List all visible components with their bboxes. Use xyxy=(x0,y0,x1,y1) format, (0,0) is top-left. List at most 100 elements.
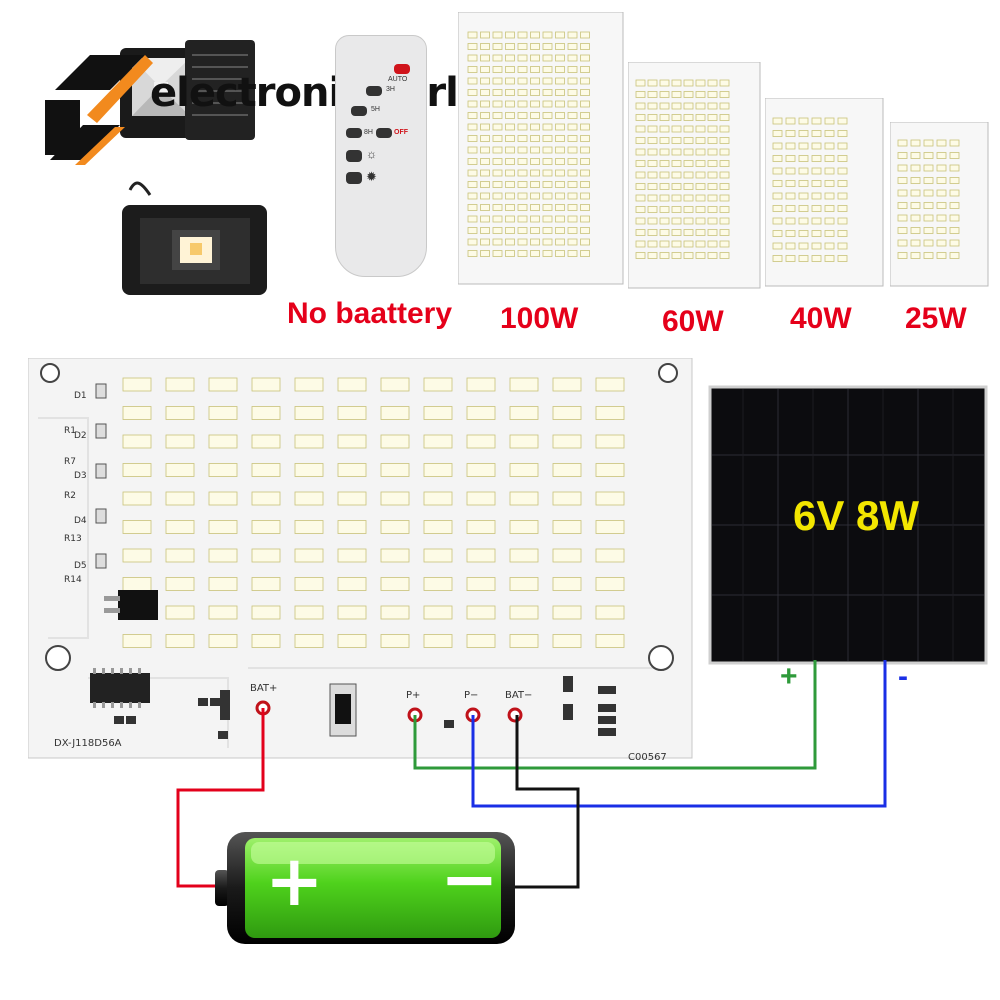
led-chip xyxy=(492,123,503,131)
led-chip xyxy=(492,204,503,211)
logo-icon xyxy=(45,55,153,165)
led-chip xyxy=(647,114,658,121)
led-chip xyxy=(466,491,496,506)
led-chip xyxy=(635,194,646,202)
led-chip xyxy=(595,434,625,449)
led-chip xyxy=(542,43,553,50)
led-chip xyxy=(772,255,783,262)
led-chip xyxy=(719,148,730,156)
led-chip xyxy=(467,43,478,50)
led-chip xyxy=(671,137,682,144)
led-chip xyxy=(380,548,410,563)
led-chip xyxy=(798,217,809,225)
led-chip xyxy=(567,158,578,165)
led-chip xyxy=(683,91,694,98)
led-chip xyxy=(517,181,528,188)
led-chip xyxy=(719,252,730,259)
led-chip xyxy=(505,250,515,257)
diode-label: D5 xyxy=(74,561,87,571)
led-chip xyxy=(467,54,478,62)
led-chip xyxy=(772,167,783,175)
led-chip xyxy=(695,171,706,179)
led-chip xyxy=(122,634,152,648)
bright-button xyxy=(346,172,362,184)
led-chip xyxy=(530,100,540,108)
led-chip xyxy=(555,123,565,131)
led-chip xyxy=(824,155,835,162)
led-chip xyxy=(949,177,960,184)
led-chip xyxy=(772,142,783,150)
led-chip xyxy=(785,180,796,187)
led-chip xyxy=(707,114,718,121)
led-chip xyxy=(208,520,238,534)
led-chip xyxy=(542,31,553,39)
led-chip xyxy=(542,181,553,188)
auto-label: AUTO xyxy=(388,76,408,83)
led-chip xyxy=(505,123,515,131)
led-chip xyxy=(480,238,490,246)
led-chip xyxy=(208,634,238,648)
led-chip xyxy=(897,139,908,147)
led-chip xyxy=(785,167,796,175)
led-chip xyxy=(517,77,528,85)
led-chip xyxy=(480,100,490,108)
led-chip xyxy=(509,434,539,449)
led-chip xyxy=(683,137,694,144)
led-chip xyxy=(772,130,783,137)
led-chip xyxy=(671,194,682,202)
terminal-p-plus: P+ xyxy=(406,690,420,701)
led-chip xyxy=(337,463,367,477)
led-chip xyxy=(423,548,453,563)
led-chip xyxy=(811,230,822,237)
label-40w: 40W xyxy=(790,302,852,335)
led-chip xyxy=(423,377,453,392)
led-chip xyxy=(492,181,503,188)
led-chip xyxy=(492,250,503,257)
led-chip xyxy=(467,192,478,200)
led-chip xyxy=(380,634,410,648)
led-chip xyxy=(580,123,590,131)
led-chip xyxy=(695,102,706,110)
led-chip xyxy=(251,634,281,648)
diode-part xyxy=(95,553,107,569)
led-chip xyxy=(580,112,590,119)
led-chip xyxy=(785,242,796,250)
diode-part xyxy=(95,508,107,524)
black-wire xyxy=(510,715,580,889)
led-chip xyxy=(530,54,540,62)
led-chip xyxy=(492,227,503,234)
led-chip xyxy=(492,54,503,62)
led-chip xyxy=(772,217,783,225)
led-chip xyxy=(555,146,565,154)
led-chip xyxy=(910,139,921,147)
led-chip xyxy=(798,242,809,250)
led-chip xyxy=(208,548,238,563)
led-chip xyxy=(466,520,496,534)
led-chip xyxy=(910,164,921,172)
led-chip xyxy=(542,100,553,108)
led-chip xyxy=(707,183,718,190)
led-chip xyxy=(798,142,809,150)
led-chip xyxy=(719,125,730,133)
solar-plus-label: + xyxy=(780,660,798,693)
led-chip xyxy=(659,183,670,190)
led-chip xyxy=(423,577,453,591)
led-chip xyxy=(595,634,625,648)
led-chip xyxy=(467,135,478,142)
led-chip xyxy=(555,54,565,62)
led-chip xyxy=(165,577,195,591)
led-chip xyxy=(530,123,540,131)
led-chip xyxy=(595,577,625,591)
button-3h xyxy=(366,86,382,96)
led-chip xyxy=(785,205,796,212)
led-chip xyxy=(517,146,528,154)
led-chip xyxy=(580,54,590,62)
led-chip xyxy=(165,634,195,648)
led-chip xyxy=(480,112,490,119)
led-chip xyxy=(659,137,670,144)
led-chip xyxy=(785,142,796,150)
led-chip xyxy=(659,91,670,98)
led-chip xyxy=(552,548,582,563)
led-chip xyxy=(552,434,582,449)
led-chip xyxy=(505,181,515,188)
